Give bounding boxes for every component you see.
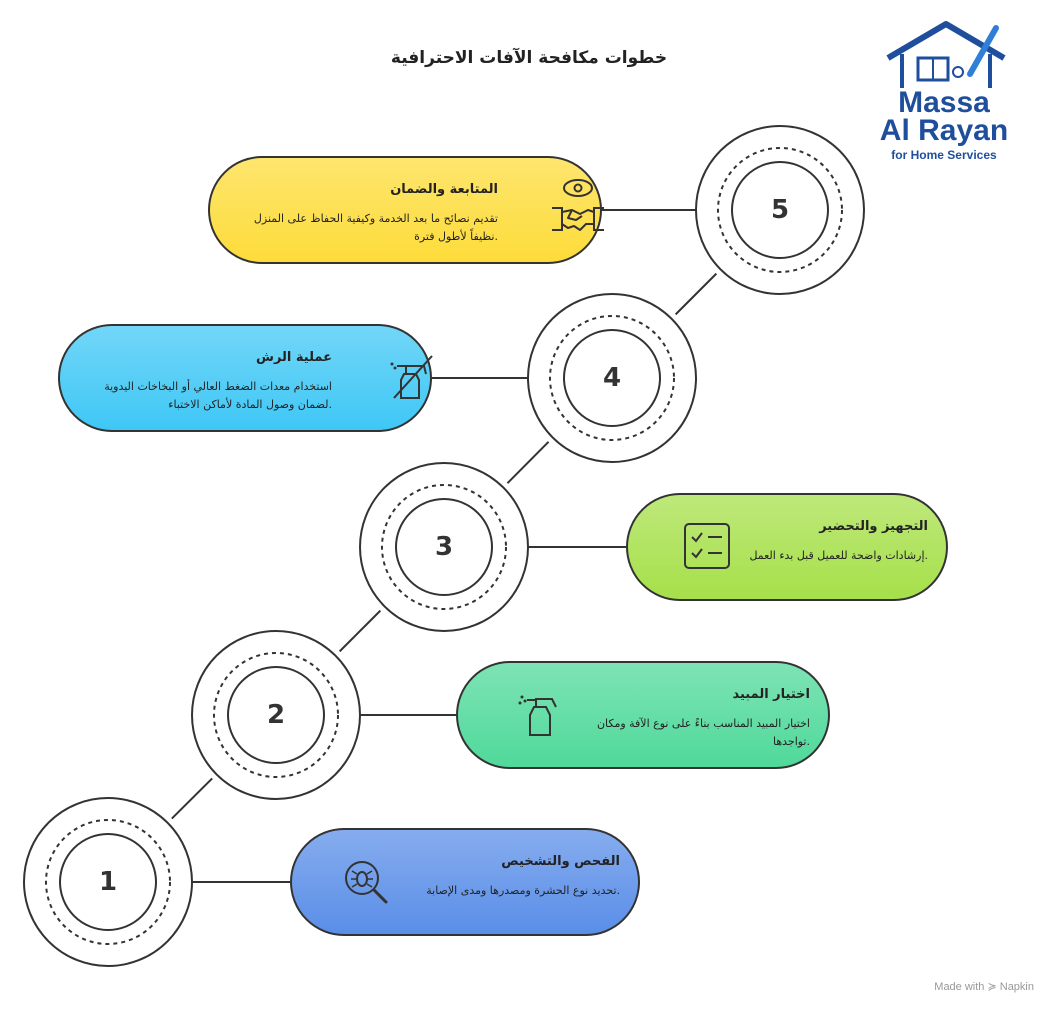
step-number: 1	[98, 867, 118, 897]
step-connector	[171, 777, 213, 820]
checklist-icon	[682, 521, 732, 575]
bug-search-icon	[340, 856, 390, 910]
step-ring-inner	[563, 329, 661, 427]
step-connector	[674, 272, 718, 316]
step-description: .إرشادات واضحة للعميل قبل بدء العمل	[749, 549, 928, 562]
step-card: الفحص والتشخيص .تحديد نوع الحشرة ومصدرها …	[290, 828, 640, 936]
company-logo: Massa Al Rayan for Home Services	[858, 18, 1030, 168]
step-ring-dashed	[381, 484, 507, 610]
step-number: 4	[602, 363, 622, 393]
step-card: عملية الرش استخدام معدات الضغط العالي أو …	[58, 324, 433, 432]
step-connector	[506, 441, 550, 484]
step-ring-dashed	[549, 315, 675, 441]
logo-text-line3: for Home Services	[891, 148, 997, 162]
spray-bottle-icon	[516, 689, 566, 743]
step-connector	[338, 609, 382, 653]
step-title: اختيار المبيد	[732, 687, 810, 702]
step-card: المتابعة والضمان تقديم نصائح ما بعد الخدم…	[208, 156, 604, 264]
step-number: 2	[266, 700, 286, 730]
step-card: التجهيز والتحضير .إرشادات واضحة للعميل قب…	[626, 493, 948, 601]
no-spray-icon	[386, 352, 436, 406]
step-card: اختيار المبيد اختيار المبيد المناسب بناءً…	[456, 661, 830, 769]
step-ring-inner	[59, 833, 157, 931]
step-ring-inner	[395, 498, 493, 596]
eye-handshake-icon	[550, 178, 606, 242]
step-ring-inner	[227, 666, 325, 764]
step-description: .تحديد نوع الحشرة ومصدرها ومدى الإصابة	[426, 884, 620, 897]
step-description: اختيار المبيد المناسب بناءً على نوع الآف…	[596, 717, 810, 748]
step-title: الفحص والتشخيص	[501, 854, 620, 869]
page-title: خطوات مكافحة الآفات الاحترافية	[390, 48, 668, 68]
step-ring-dashed	[45, 819, 171, 945]
step-number: 3	[434, 532, 454, 562]
step-number: 5	[770, 195, 790, 225]
step-ring-dashed	[717, 147, 843, 273]
step-title: عملية الرش	[256, 350, 332, 365]
step-ring-inner	[731, 161, 829, 259]
house-logo-icon	[886, 21, 1006, 88]
step-description: تقديم نصائح ما بعد الخدمة وكيفية الحفاظ …	[253, 212, 498, 243]
made-with-napkin: Made with ≽ Napkin	[934, 981, 1034, 993]
step-description: استخدام معدات الضغط العالي أو البخاخات ا…	[104, 380, 332, 411]
step-ring-dashed	[213, 652, 339, 778]
step-title: المتابعة والضمان	[390, 182, 498, 197]
step-title: التجهيز والتحضير	[819, 519, 928, 534]
logo-text-line1: Massa	[898, 86, 990, 119]
logo-text-line2: Al Rayan	[879, 114, 1009, 147]
